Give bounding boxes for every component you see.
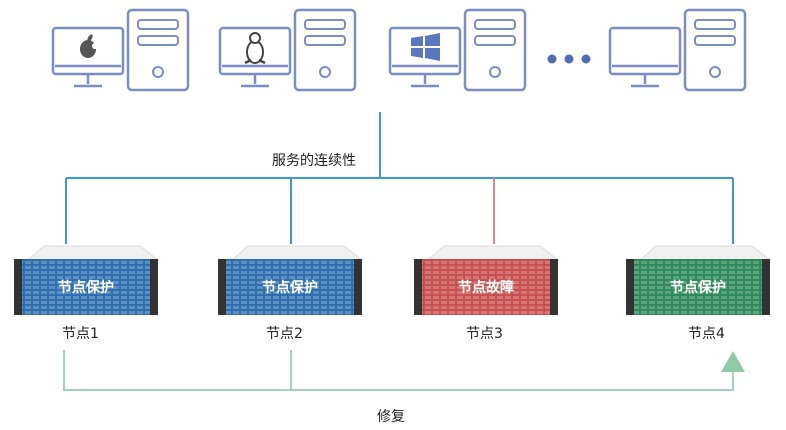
- server-node-1: 节点保护: [14, 245, 160, 315]
- node-label-3: 节点3: [466, 326, 503, 342]
- node-label-2: 节点2: [266, 326, 303, 342]
- linux-icon: [244, 32, 266, 65]
- server-node-3: 节点故障: [414, 245, 560, 315]
- node-label-4: 节点4: [688, 326, 725, 342]
- monitor-icon: [608, 26, 682, 88]
- repair-arrow-icon: [721, 351, 745, 372]
- client-generic: [608, 8, 747, 92]
- repair-path: [63, 350, 745, 391]
- client-windows: [388, 8, 527, 92]
- tower-icon: [683, 8, 747, 92]
- apple-icon: [80, 34, 98, 58]
- ellipsis-icon: [547, 54, 591, 64]
- node-status-text: 节点故障: [458, 279, 514, 296]
- node-status-text: 节点保护: [58, 279, 114, 296]
- server-node-4: 节点保护: [626, 245, 772, 315]
- client-linux: [218, 8, 357, 92]
- service-continuity-label: 服务的连续性: [272, 153, 356, 169]
- node-status-text: 节点保护: [670, 279, 726, 296]
- tower-icon: [293, 8, 357, 92]
- tower-icon: [463, 8, 527, 92]
- client-apple: [51, 8, 190, 92]
- server-node-2: 节点保护: [218, 245, 364, 315]
- windows-icon: [411, 33, 440, 61]
- node-status-text: 节点保护: [262, 279, 318, 296]
- service-links: [65, 112, 734, 244]
- repair-label: 修复: [377, 409, 405, 425]
- node-label-1: 节点1: [62, 326, 99, 342]
- tower-icon: [126, 8, 190, 92]
